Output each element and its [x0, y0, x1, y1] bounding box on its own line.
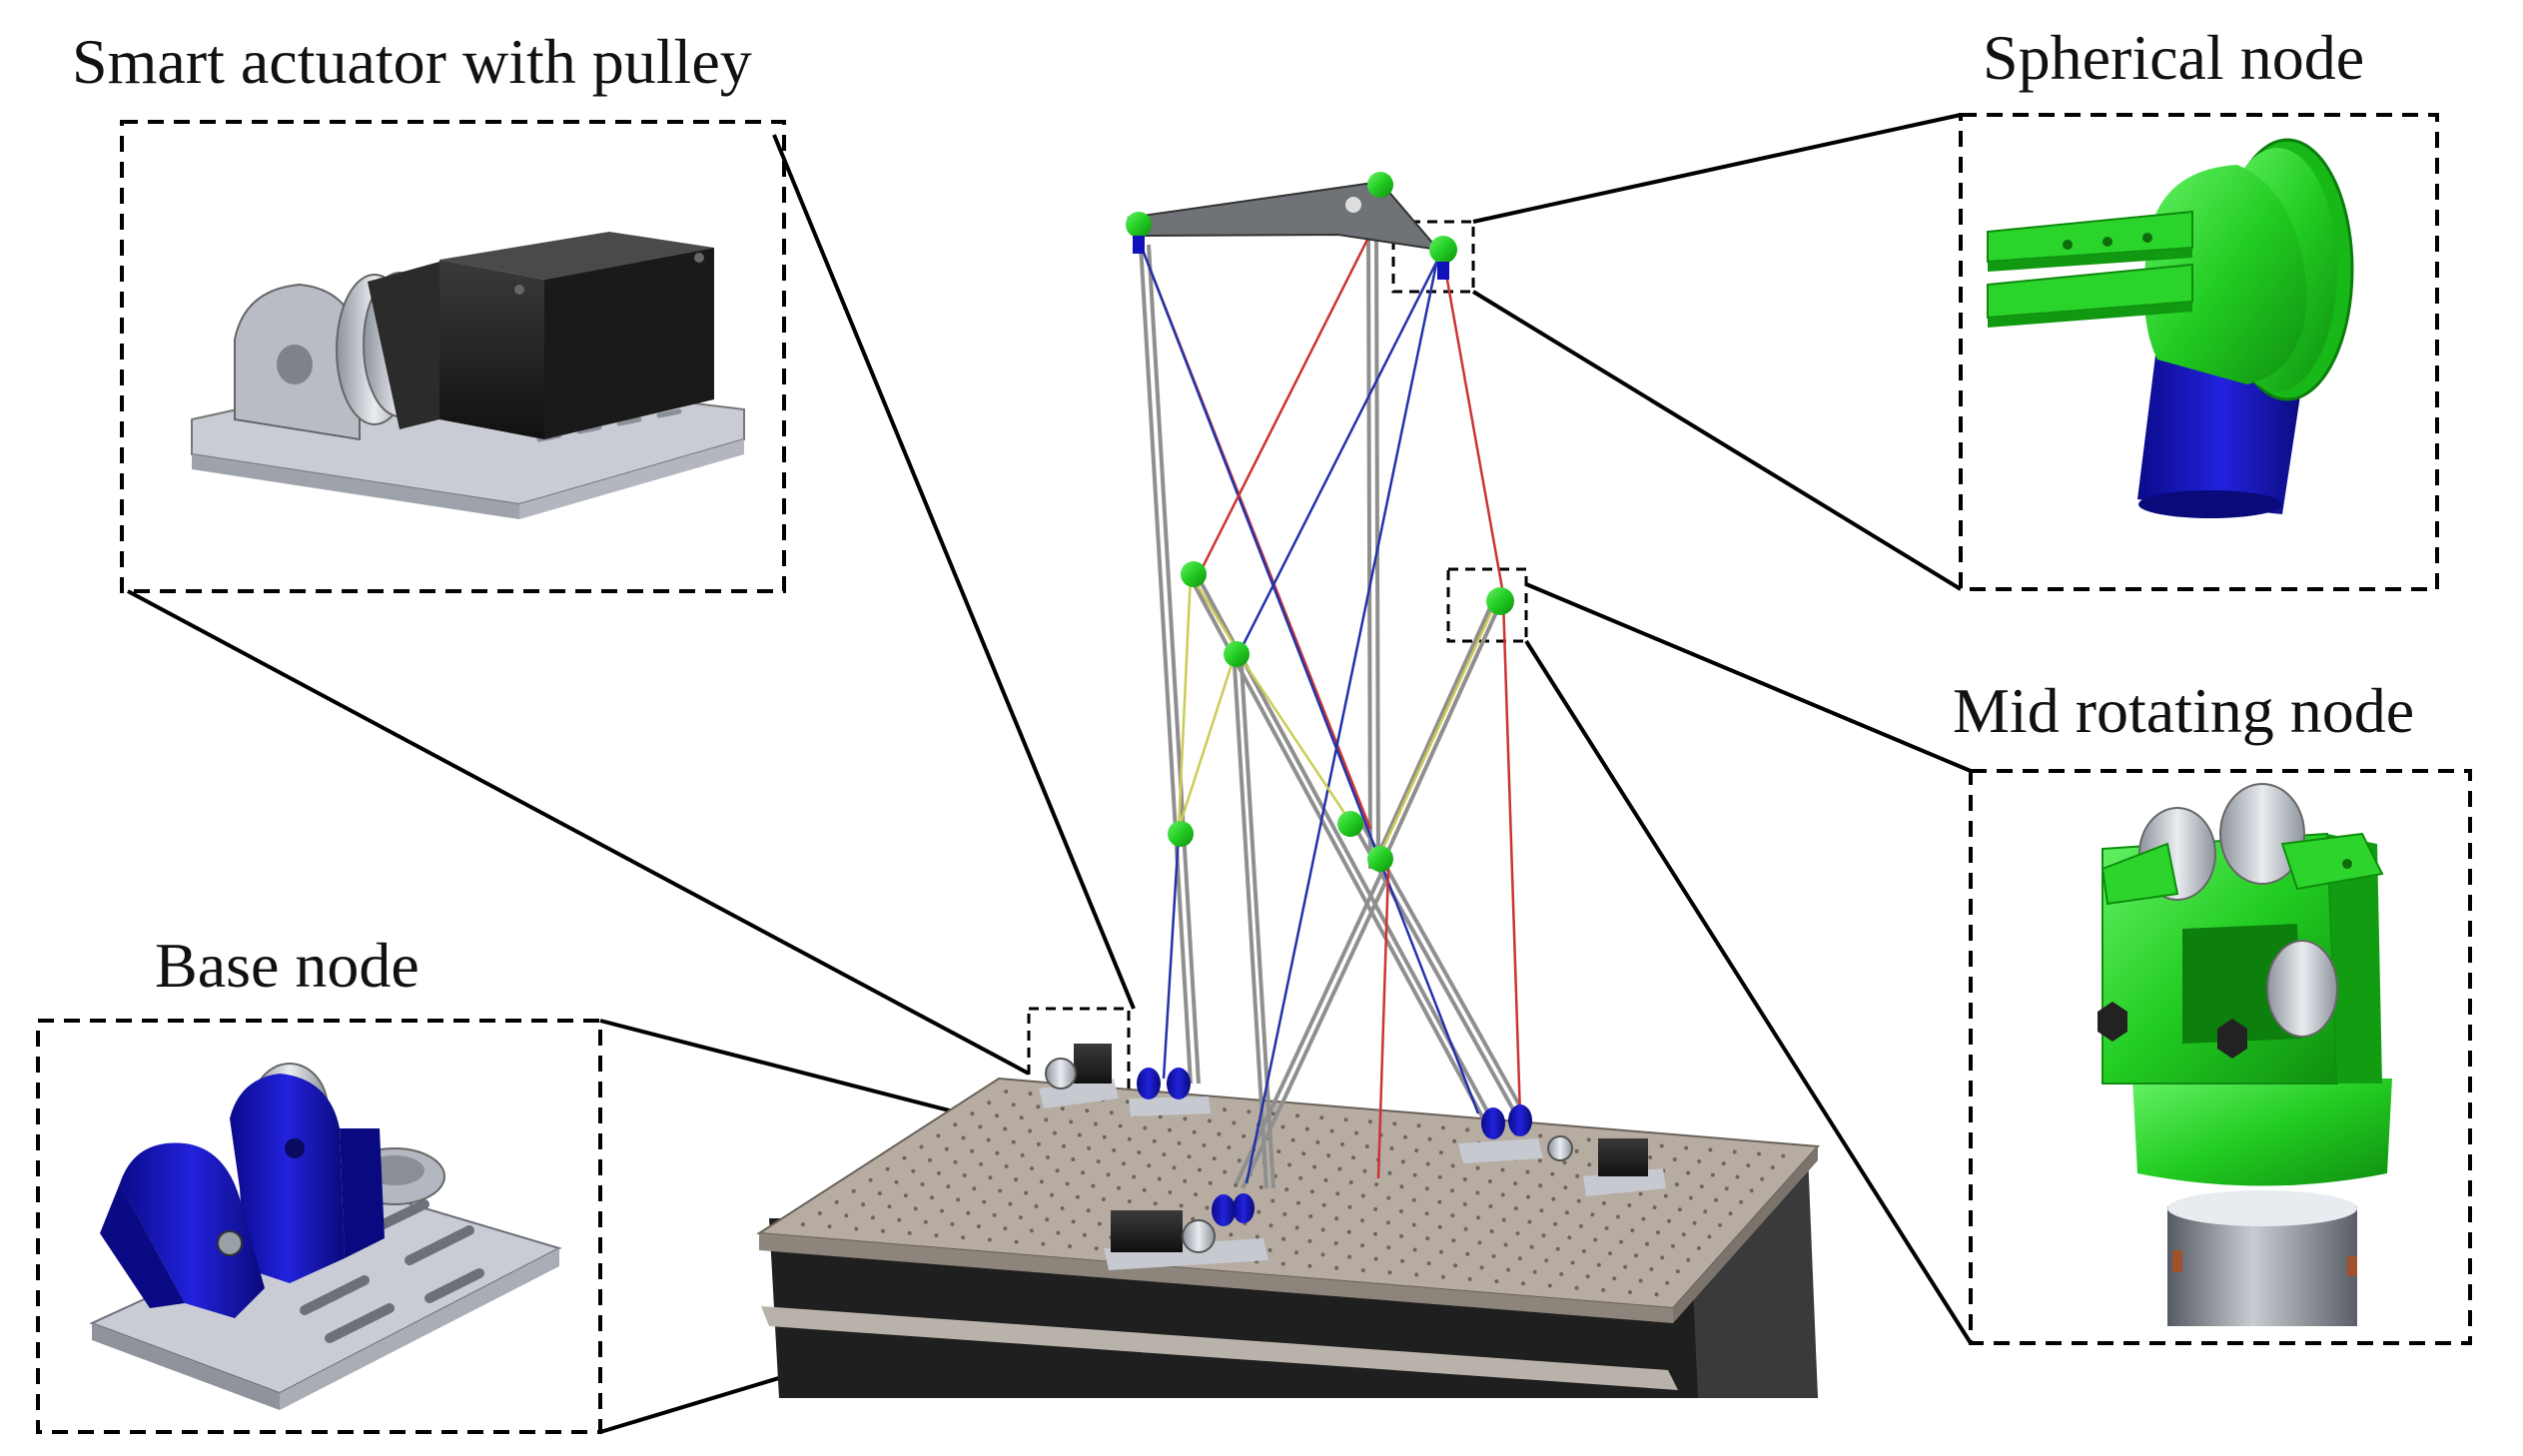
- top-platform: [1127, 180, 1441, 252]
- smart-actuator-label: Smart actuator with pulley: [72, 26, 752, 97]
- smart-actuator-marker: [1027, 1007, 1131, 1130]
- base-node-render: [89, 1063, 562, 1410]
- base-node-label: Base node: [155, 930, 420, 1001]
- base-node-callout-box: [36, 1019, 602, 1434]
- mid-rotating-node-marker: [1446, 567, 1528, 643]
- optical-table: [755, 1077, 1821, 1398]
- spherical-node-callout-box: [1959, 113, 2439, 591]
- table-hole-grid: [800, 1090, 1786, 1297]
- mid-rotating-node-render: [2098, 783, 2392, 1326]
- green-nodes: [1126, 172, 1514, 872]
- spherical-node-render: [1987, 138, 2354, 518]
- callout-leader-lines: [127, 113, 1973, 1434]
- spherical-node-marker: [1391, 220, 1475, 294]
- mid-rotating-node-label: Mid rotating node: [1953, 675, 2415, 746]
- table-actuators: [1039, 1044, 1666, 1270]
- spherical-node-label: Spherical node: [1983, 22, 2365, 93]
- blue-node-stems: [1133, 236, 1449, 280]
- mid-rotating-node-callout-box: [1969, 769, 2472, 1345]
- smart-actuator-render: [191, 232, 745, 519]
- smart-actuator-callout-box: [120, 120, 786, 593]
- tensegrity-struts: [1137, 227, 1527, 1189]
